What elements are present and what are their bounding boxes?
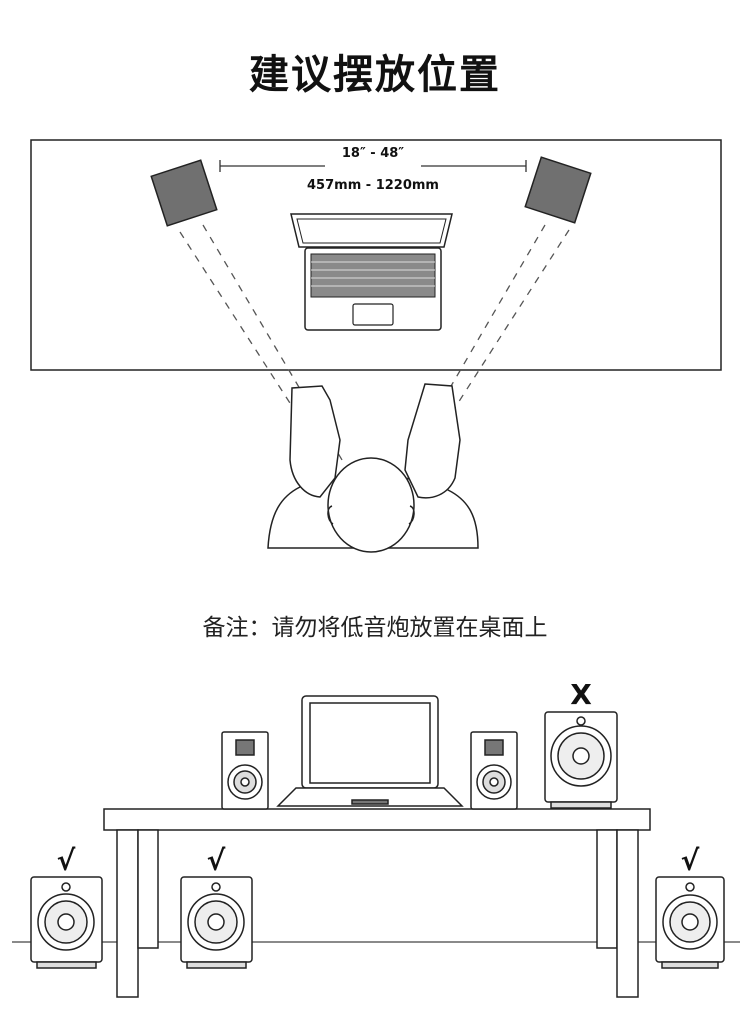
laptop-top-view xyxy=(290,213,453,331)
subwoofer-on-desk xyxy=(544,711,618,809)
placement-note: 备注：请勿将低音炮放置在桌面上 xyxy=(202,615,548,641)
correct-mark-left: √ xyxy=(57,844,76,877)
dimension-imperial: 18″ - 48″ xyxy=(342,146,404,161)
left-bookshelf-speaker xyxy=(221,731,269,810)
subwoofer-floor-under-table xyxy=(180,876,253,969)
left-speaker-top xyxy=(150,159,218,227)
wrong-mark: X xyxy=(570,678,592,711)
laptop-front-view xyxy=(276,695,464,807)
subwoofer-floor-right xyxy=(655,876,725,969)
right-bookshelf-speaker xyxy=(470,731,518,810)
subwoofer-floor-left xyxy=(30,876,103,969)
sound-direction-lines xyxy=(179,224,570,471)
page-title: 建议摆放位置 xyxy=(249,52,501,98)
right-speaker-top xyxy=(524,156,592,224)
table-front-view xyxy=(103,808,651,998)
correct-mark-middle: √ xyxy=(207,844,226,877)
correct-mark-right: √ xyxy=(681,844,700,877)
listener-top-view xyxy=(267,383,479,553)
dimension-metric: 457mm - 1220mm xyxy=(307,178,439,193)
